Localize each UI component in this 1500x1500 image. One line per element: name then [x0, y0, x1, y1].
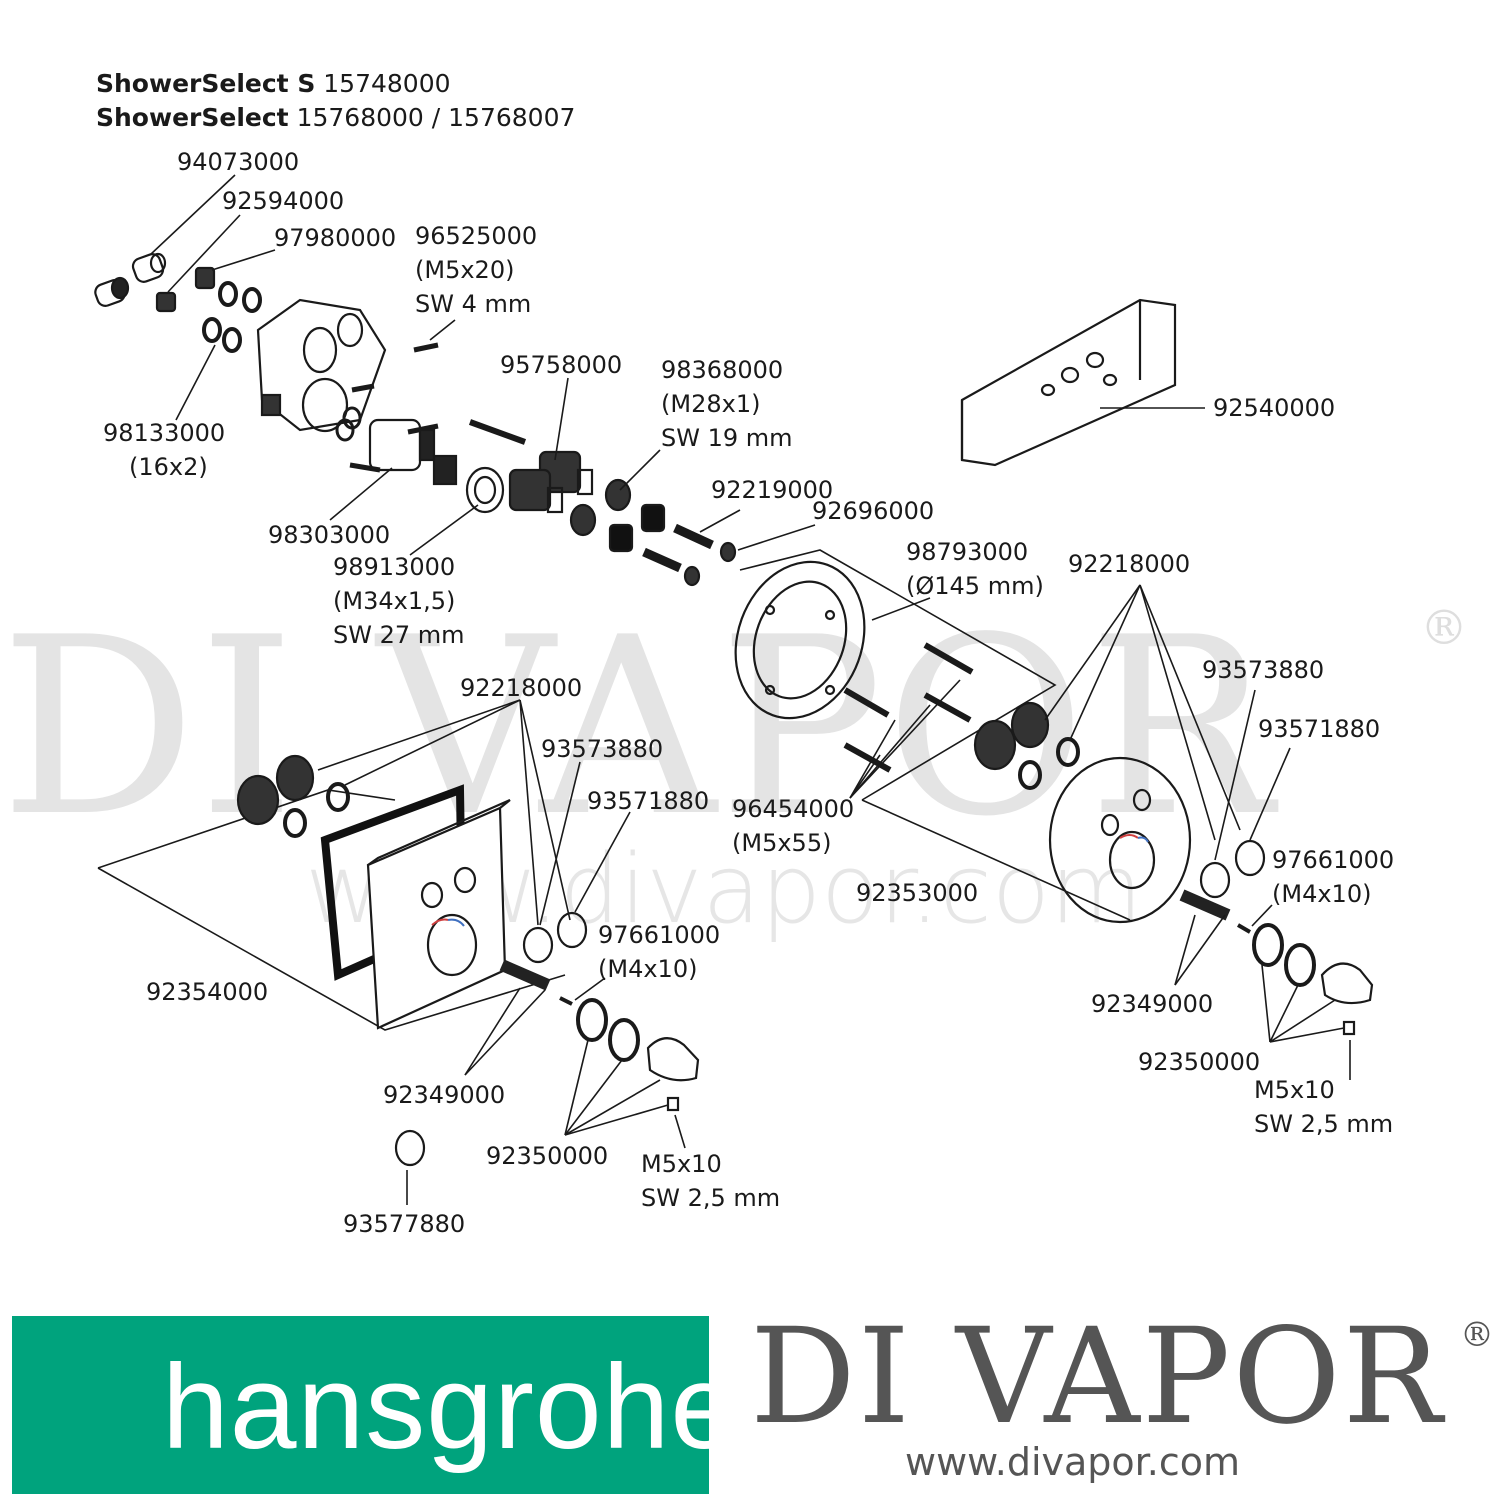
nut-98368000 [569, 478, 632, 537]
label-92218000-left: 92218000 [460, 674, 583, 702]
exploded-parts-diagram [94, 174, 1374, 1205]
nut-part-92594000 [155, 291, 177, 313]
label-92350000-right: 92350000 [1138, 1048, 1261, 1076]
label-96454000: 96454000(M5x55) [732, 795, 855, 857]
label-92349000-right: 92349000 [1091, 990, 1214, 1018]
stem-92349000-left [499, 959, 573, 1006]
nut-98913000 [465, 466, 505, 514]
label-93573880-right: 93573880 [1202, 656, 1325, 684]
long-screws-96454000 [843, 642, 974, 773]
label-98133000: 98133000(16x2) [103, 419, 226, 481]
label-92349000-left: 92349000 [383, 1081, 506, 1109]
label-97661000-left: 97661000(M4x10) [598, 921, 721, 983]
label-93571880-left: 93571880 [587, 787, 710, 815]
label-92219000: 92219000 [711, 476, 834, 504]
divapor-logo: DI VAPOR [750, 1300, 1445, 1454]
label-94073000: 94073000 [177, 148, 300, 176]
label-98793000: 98793000(Ø145 mm) [906, 538, 1044, 600]
label-92218000-right: 92218000 [1068, 550, 1191, 578]
divapor-registered-mark: ® [1460, 1315, 1494, 1355]
round-cover-92353000 [1048, 756, 1192, 924]
label-92353000: 92353000 [856, 879, 979, 907]
valve-body [256, 298, 387, 433]
nut-part-97980000 [194, 266, 216, 290]
o-rings-98133000 [202, 281, 262, 353]
cartridge-98303000 [335, 406, 458, 486]
mounting-bracket-92540000 [960, 298, 1177, 467]
label-93571880-right: 93571880 [1258, 715, 1381, 743]
label-96525000: 96525000(M5x20)SW 4 mm [415, 222, 538, 318]
label-93577880: 93577880 [343, 1210, 466, 1238]
product-title-line-1: ShowerSelect S 15748000 [96, 69, 451, 98]
label-97661000-right: 97661000(M4x10) [1272, 846, 1395, 908]
round-plate-98793000 [734, 560, 866, 720]
cartridges-95758000 [468, 419, 594, 514]
label-98913000: 98913000(M34x1,5)SW 27 mm [333, 553, 465, 649]
label-92350000-left: 92350000 [486, 1142, 609, 1170]
cap-93577880 [394, 1129, 426, 1167]
hansgrohe-logo-text: hansgrohe [162, 1340, 739, 1474]
label-92696000: 92696000 [812, 497, 935, 525]
label-97980000: 97980000 [274, 224, 397, 252]
label-92594000: 92594000 [222, 187, 345, 215]
label-92354000: 92354000 [146, 978, 269, 1006]
buttons-right [1199, 839, 1266, 899]
label-98303000: 98303000 [268, 521, 391, 549]
square-cover-92354000 [366, 798, 511, 1030]
label-92540000: 92540000 [1213, 394, 1336, 422]
cap-part-94073000 [131, 252, 167, 283]
product-title-line-2: ShowerSelect 15768000 / 15768007 [96, 103, 576, 132]
inserts [608, 503, 666, 553]
stem-92349000-right [1179, 889, 1252, 934]
label-98368000: 98368000(M28x1)SW 19 mm [661, 356, 793, 452]
label-93573880-left: 93573880 [541, 735, 664, 763]
label-95758000: 95758000 [500, 351, 623, 379]
buttons-left [522, 911, 588, 964]
rings-92350000-right [1252, 923, 1374, 1036]
nuts-92218000-right [973, 701, 1080, 790]
cap-part-left [94, 276, 130, 307]
screws-92219000 [642, 523, 737, 587]
hansgrohe-logo: hansgrohe [12, 1316, 737, 1494]
divapor-url: www.divapor.com [905, 1440, 1241, 1484]
nuts-92218000-left [236, 754, 350, 838]
rings-92350000-left [576, 998, 700, 1112]
